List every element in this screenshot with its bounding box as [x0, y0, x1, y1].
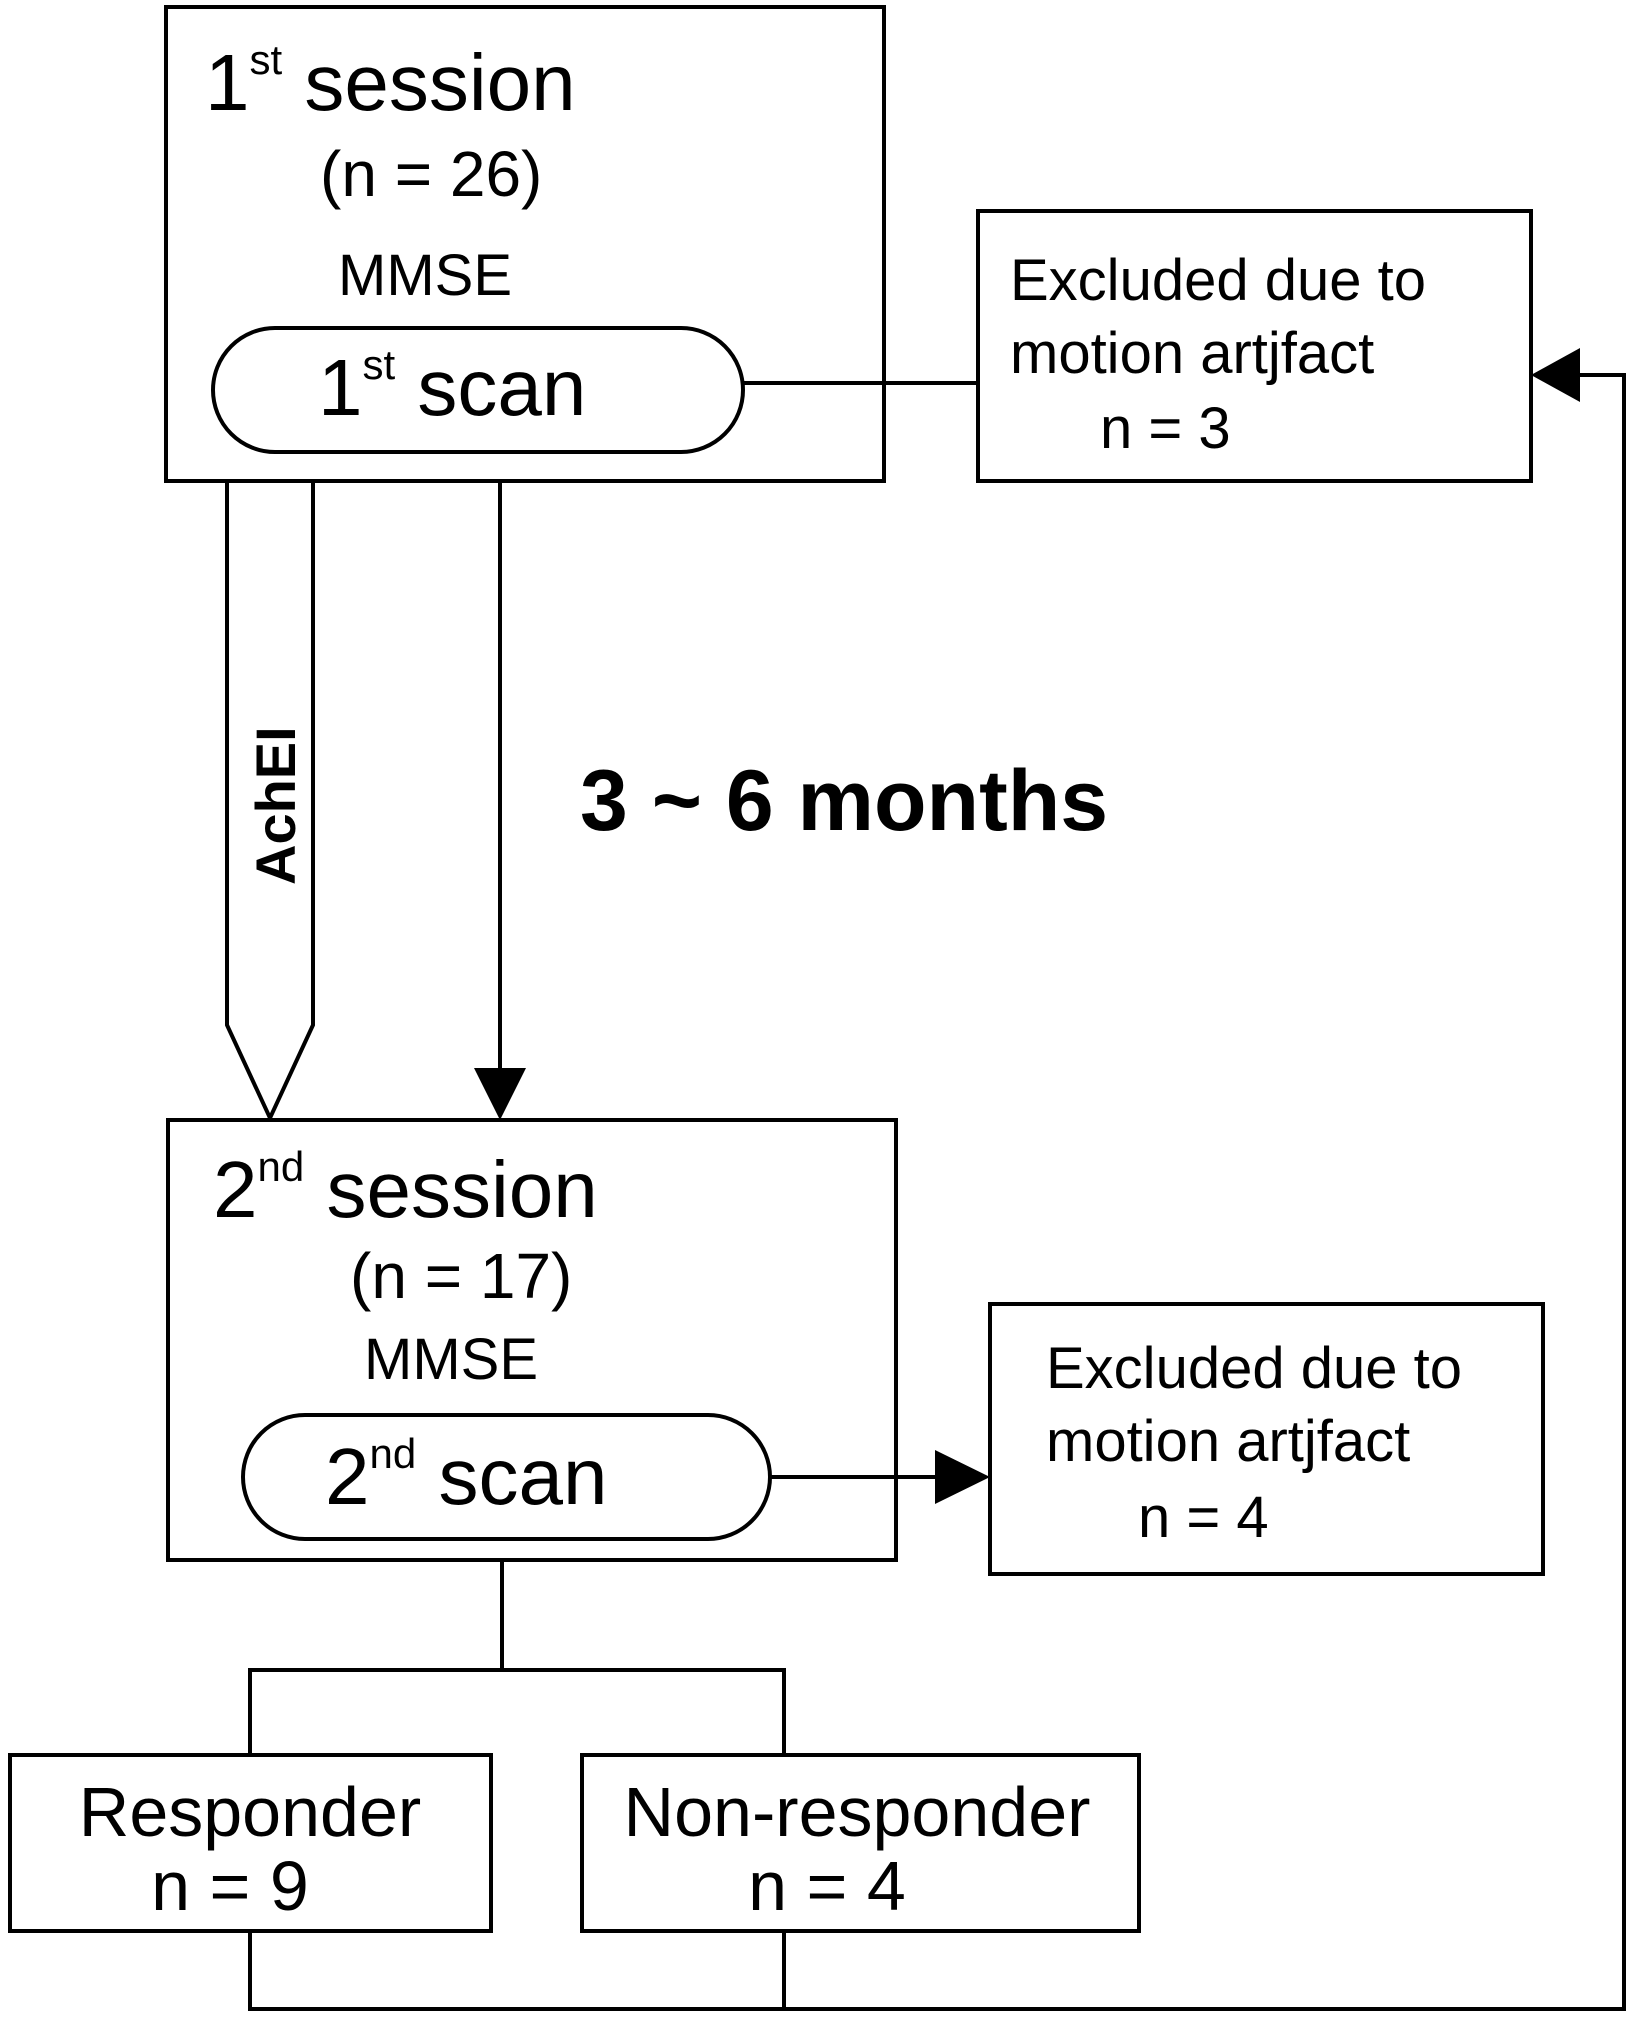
feedback-loop-arrowhead [1531, 348, 1580, 402]
responder-box: Responder n = 9 [8, 1753, 493, 1933]
responder-count: n = 9 [151, 1847, 309, 1925]
scan-1-label: 1st scan [318, 341, 586, 432]
session-2-title: 2nd session [213, 1143, 598, 1234]
nonresponder-count: n = 4 [748, 1847, 906, 1925]
achei-block-arrow [225, 479, 315, 1123]
excluded-2-line1: Excluded due to [1046, 1336, 1462, 1401]
responder-label: Responder [79, 1773, 421, 1851]
scan-2-label: 2nd scan [325, 1430, 607, 1521]
excluded-2-line2: motion artjfact [1046, 1409, 1410, 1474]
session-1-count: (n = 26) [320, 138, 542, 210]
nonresponder-label: Non-responder [624, 1773, 1091, 1851]
session-1-title: 1st session [205, 36, 576, 127]
outcome-split-line [248, 1668, 786, 1755]
excluded-box-2: Excluded due to motion artjfact n = 4 [988, 1302, 1545, 1576]
scan-1-pill [211, 326, 745, 454]
scan-2-exclusion-arrowhead [935, 1450, 990, 1504]
excluded-box-1: Excluded due to motion artjfact n = 3 [976, 209, 1533, 483]
excluded-2-line3: n = 4 [1138, 1485, 1269, 1550]
excluded-1-line3: n = 3 [1100, 396, 1231, 461]
interval-label: 3 ~ 6 months [580, 753, 1108, 849]
nonresponder-box: Non-responder n = 4 [580, 1753, 1141, 1933]
session-2-mmse: MMSE [364, 1327, 538, 1392]
session-2-count: (n = 17) [350, 1240, 572, 1312]
excluded-1-line1: Excluded due to [1010, 248, 1426, 313]
session-1-mmse: MMSE [338, 243, 512, 308]
excluded-1-line2: motion artjfact [1010, 321, 1374, 386]
session-1-box: 1st session (n = 26) MMSE 1st scan [164, 5, 886, 483]
interval-arrowhead [474, 1068, 526, 1120]
achei-label: AchEI [244, 726, 307, 885]
session-2-box: 2nd session (n = 17) MMSE 2nd scan [166, 1118, 898, 1562]
feedback-loop-line [248, 373, 1626, 2011]
